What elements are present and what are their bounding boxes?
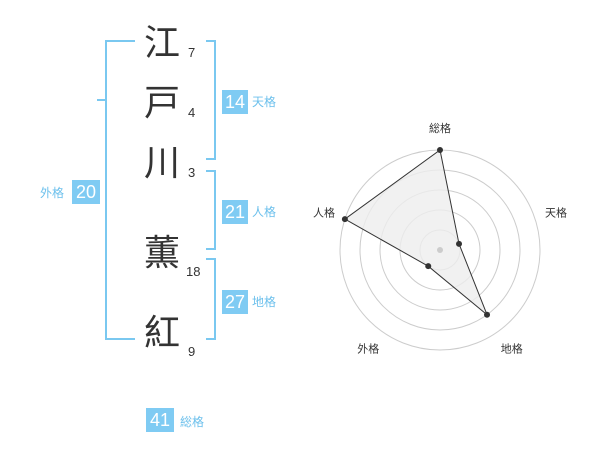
jinkaku-label: 人格	[252, 205, 277, 219]
radar-axis-label: 人格	[313, 205, 335, 219]
name-char-4: 薫	[143, 233, 180, 274]
radar-point-5	[341, 216, 348, 223]
gaikaku-bracket	[105, 40, 135, 340]
soukaku-badge: 41	[146, 408, 174, 432]
chikaku-bracket	[206, 258, 216, 340]
tenkaku-bracket	[206, 40, 216, 160]
stroke-count-3: 3	[188, 165, 196, 180]
radar-axis-label: 総格	[429, 121, 451, 135]
radar-point-1	[437, 147, 443, 153]
radar-axis-label: 地格	[501, 342, 523, 356]
radar-point-2	[456, 240, 463, 247]
soukaku-label: 総格	[180, 415, 205, 429]
chikaku-label: 地格	[252, 295, 277, 309]
name-char-5: 紅	[143, 313, 180, 354]
stroke-count-2: 4	[188, 105, 196, 120]
name-char-3: 川	[143, 143, 180, 184]
radar-point-3	[484, 311, 491, 318]
stroke-count-4: 18	[186, 264, 201, 279]
radar-point-4	[425, 263, 432, 270]
name-char-1: 江	[143, 23, 180, 64]
radar-axis-label: 外格	[357, 342, 379, 356]
gaikaku-bracket-tick	[97, 99, 107, 101]
tenkaku-badge: 14	[222, 90, 248, 114]
radar-center-dot	[437, 247, 443, 253]
name-char-2: 戸	[143, 83, 180, 124]
jinkaku-bracket	[206, 170, 216, 250]
radar-axis-label: 天格	[545, 205, 567, 219]
gaikaku-label: 外格	[40, 186, 65, 200]
tenkaku-label: 天格	[252, 95, 277, 109]
chikaku-badge: 27	[222, 290, 248, 314]
radar-data-points	[341, 147, 491, 318]
stroke-count-5: 9	[188, 344, 196, 359]
radar-data-polygon	[343, 149, 488, 316]
jinkaku-badge: 21	[222, 200, 248, 224]
gaikaku-badge: 20	[72, 180, 100, 204]
stroke-count-1: 7	[188, 45, 196, 60]
